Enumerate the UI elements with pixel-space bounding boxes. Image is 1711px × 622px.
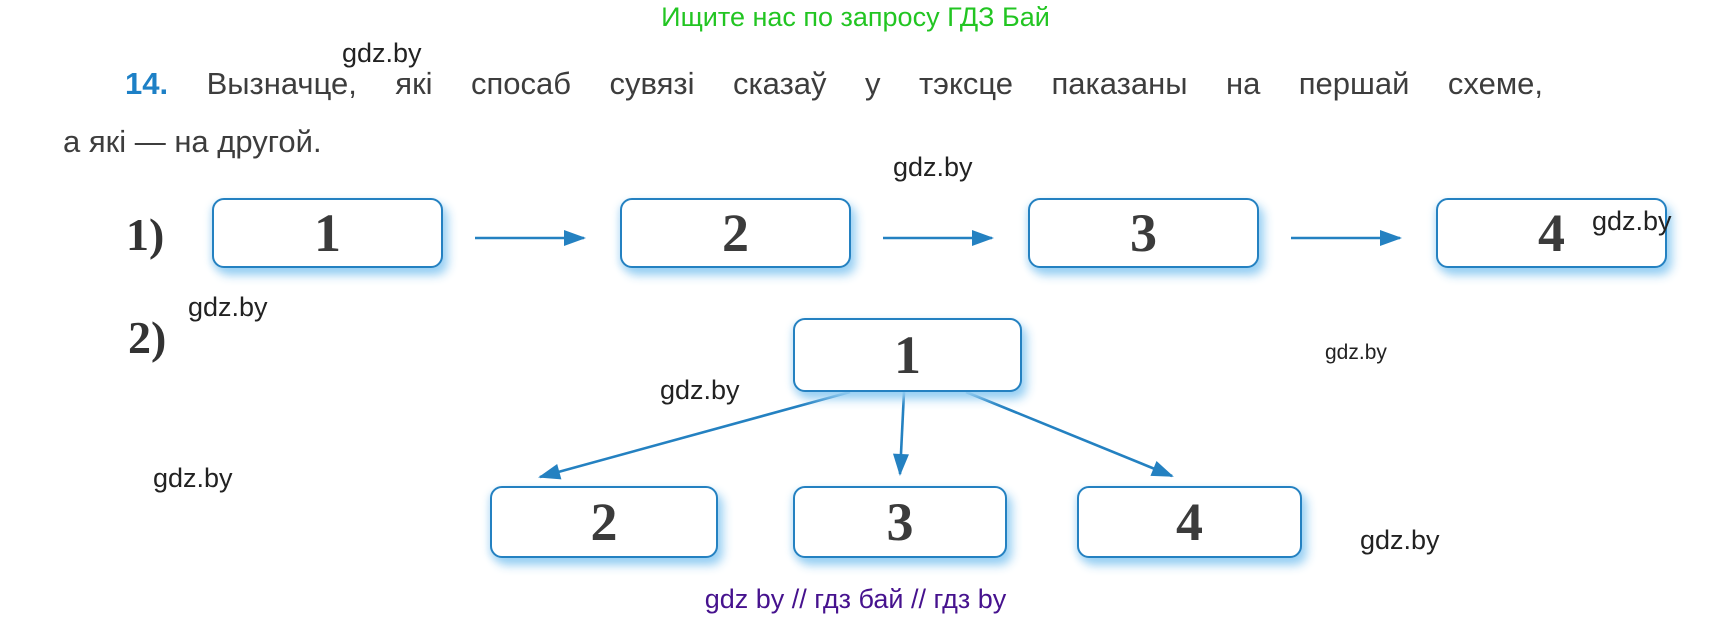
scheme1-box-2: 2 xyxy=(620,198,851,268)
scheme2-root-box: 1 xyxy=(793,318,1022,392)
scheme2-child-box-4: 4 xyxy=(1077,486,1302,558)
tree-arrow-1-to-3 xyxy=(892,391,909,476)
tree-arrow-1-to-2 xyxy=(538,390,851,480)
watermark-right-small: gdz.by xyxy=(1325,341,1387,364)
promo-header: Ищите нас по запросу ГДЗ Бай xyxy=(661,2,1050,32)
task-text-part1: Вызначце, які спосаб сувязі сказаў у тэк… xyxy=(206,66,1543,101)
scheme1-box-1: 1 xyxy=(212,198,443,268)
watermark-over-box4: gdz.by xyxy=(1592,206,1672,236)
scheme1-label: 1) xyxy=(126,209,165,260)
watermark-above-label2: gdz.by xyxy=(188,292,268,322)
scheme1-box-4: 4 xyxy=(1436,198,1667,268)
scheme2-child-box-2: 2 xyxy=(490,486,718,558)
footer-signature: gdz by // гдз бай // гдз by xyxy=(704,584,1007,614)
watermark-top-left: gdz.by xyxy=(342,38,422,68)
scheme2-child-box-3: 3 xyxy=(793,486,1007,558)
scheme2-label: 2) xyxy=(128,312,167,363)
tree-arrow-1-to-4 xyxy=(965,390,1174,478)
task-number: 14. xyxy=(125,66,169,101)
task-text-line1: 14. Вызначце, які спосаб сувязі сказаў у… xyxy=(125,64,1543,104)
watermark-above-box3: gdz.by xyxy=(893,152,973,182)
task-text-line2: а які — на другой. xyxy=(63,124,322,159)
watermark-left-middle: gdz.by xyxy=(153,463,233,493)
watermark-right-of-box4: gdz.by xyxy=(1360,525,1440,555)
watermark-left-of-root: gdz.by xyxy=(660,375,740,405)
scheme1-box-3: 3 xyxy=(1028,198,1259,268)
